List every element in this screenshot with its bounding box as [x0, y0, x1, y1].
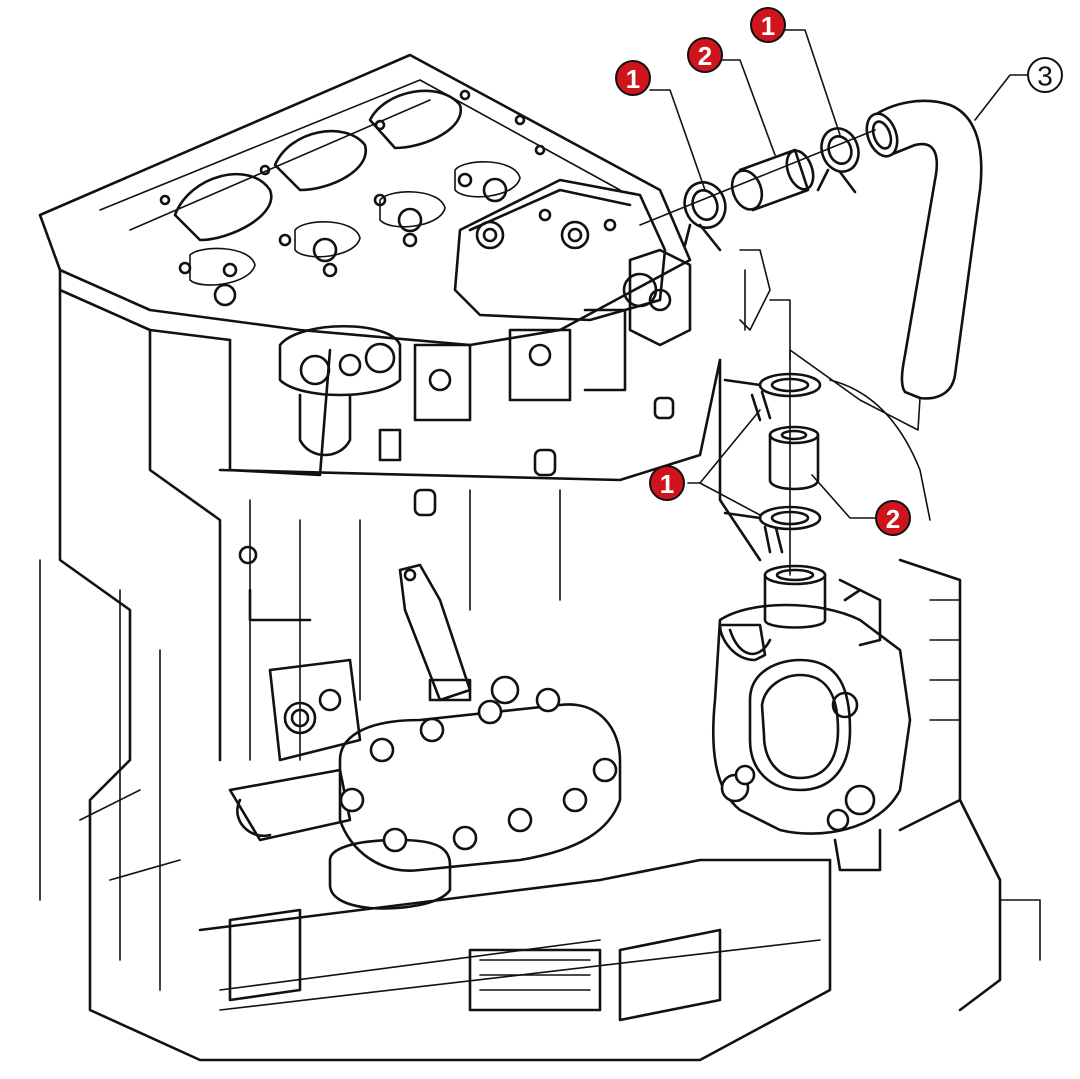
- oil-filter-bracket: [268, 563, 520, 762]
- callout-label: 1: [626, 64, 640, 94]
- upper-hose-clamp-right: [816, 127, 860, 194]
- water-pump-cover: [228, 687, 622, 910]
- cylinder-head: [38, 53, 692, 347]
- callout-2-upper: 2: [687, 37, 723, 73]
- leader-lines: [639, 29, 1033, 576]
- lower-hose-clamp-top: [723, 372, 822, 422]
- intake-manifold-ports: [228, 308, 675, 517]
- callout-1-lower: 1: [649, 465, 685, 501]
- water-pump: [711, 564, 912, 872]
- radiator-hose: [865, 99, 983, 400]
- callout-2-lower: 2: [875, 500, 911, 536]
- callout-3-hose: 3: [1027, 57, 1063, 93]
- callout-label: 1: [761, 11, 775, 41]
- lower-hose-sleeve: [768, 425, 820, 491]
- thermostat-housing: [453, 178, 692, 347]
- upper-hose-sleeve: [730, 148, 815, 212]
- engine-block-body: [39, 249, 1041, 1062]
- callout-label: 3: [1037, 61, 1053, 92]
- callout-label: 1: [660, 469, 674, 499]
- bolt-heads: [339, 687, 618, 853]
- callout-1-upper-left: 1: [615, 60, 651, 96]
- callout-label: 2: [698, 41, 712, 71]
- callout-label: 2: [886, 504, 900, 534]
- callout-1-upper-right: 1: [750, 7, 786, 43]
- upper-hose-clamp-left: [683, 181, 727, 252]
